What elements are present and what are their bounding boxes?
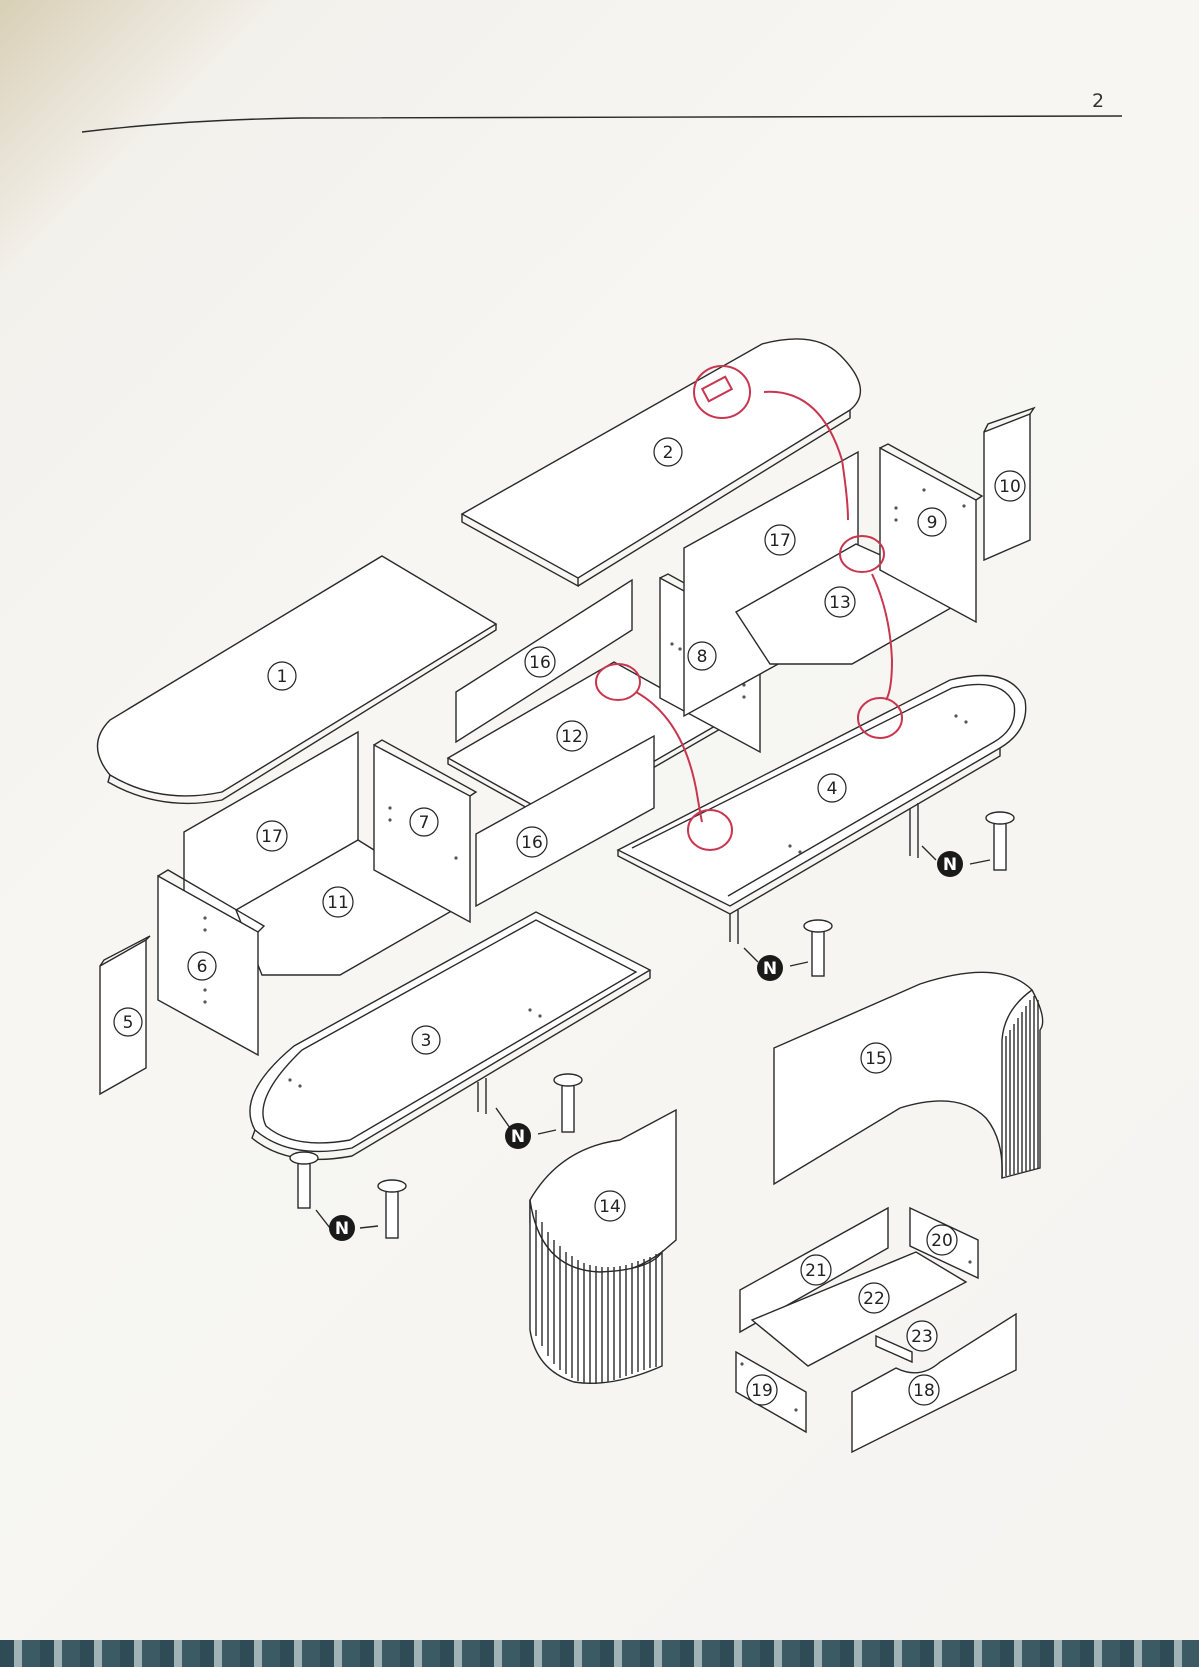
door-15-slats <box>1005 996 1039 1176</box>
hand-annotations <box>595 365 903 851</box>
callout-part-9: 9 <box>917 507 947 537</box>
callout-part-18: 18 <box>908 1374 940 1406</box>
svg-text:16: 16 <box>529 653 551 673</box>
callout-part-11: 11 <box>322 886 354 918</box>
svg-text:9: 9 <box>927 513 938 533</box>
callout-part-17-left: 17 <box>256 820 288 852</box>
svg-text:7: 7 <box>419 813 430 833</box>
svg-text:19: 19 <box>751 1381 773 1401</box>
hardware-n-1: N <box>329 1215 355 1241</box>
svg-text:18: 18 <box>913 1381 935 1401</box>
callout-part-20: 20 <box>926 1224 958 1256</box>
svg-text:N: N <box>763 959 777 979</box>
callout-part-4: 4 <box>817 773 847 803</box>
svg-text:23: 23 <box>911 1327 933 1347</box>
header-rule <box>81 115 1123 133</box>
callout-part-16-upper: 16 <box>524 646 556 678</box>
callout-part-1: 1 <box>267 661 297 691</box>
svg-text:16: 16 <box>521 833 543 853</box>
callout-part-7: 7 <box>409 807 439 837</box>
hardware-callouts: N N N N <box>329 851 963 1241</box>
leg-3 <box>553 1073 583 1133</box>
svg-text:20: 20 <box>931 1231 953 1251</box>
svg-text:17: 17 <box>261 827 283 847</box>
callout-part-3: 3 <box>411 1025 441 1055</box>
drawer-bottom-22 <box>750 1251 968 1367</box>
legs <box>289 811 1015 1239</box>
background-floor <box>0 1640 1199 1667</box>
svg-text:1: 1 <box>277 667 288 687</box>
callout-part-14: 14 <box>594 1190 626 1222</box>
callout-part-21: 21 <box>800 1254 832 1286</box>
callout-part-16-lower: 16 <box>516 826 548 858</box>
callout-part-15: 15 <box>860 1042 892 1074</box>
drawer-group <box>735 1206 1017 1454</box>
page-number: 2 <box>1092 90 1105 112</box>
door-14 <box>529 1108 677 1384</box>
panel-1 <box>96 555 498 805</box>
callout-part-10: 10 <box>994 470 1026 502</box>
svg-text:12: 12 <box>561 727 583 747</box>
callout-part-5: 5 <box>113 1007 143 1037</box>
svg-text:15: 15 <box>865 1049 887 1069</box>
callout-part-19: 19 <box>746 1374 778 1406</box>
svg-text:13: 13 <box>829 593 851 613</box>
svg-text:11: 11 <box>327 893 349 913</box>
svg-text:N: N <box>943 855 957 875</box>
svg-text:2: 2 <box>663 443 674 463</box>
svg-text:3: 3 <box>421 1031 432 1051</box>
callout-part-12: 12 <box>556 720 588 752</box>
callout-part-6: 6 <box>187 951 217 981</box>
hardware-n-3: N <box>757 955 783 981</box>
callout-part-13: 13 <box>824 586 856 618</box>
svg-text:N: N <box>511 1127 525 1147</box>
leg-1 <box>289 1151 319 1209</box>
svg-text:6: 6 <box>197 957 208 977</box>
svg-text:4: 4 <box>827 779 838 799</box>
svg-text:10: 10 <box>999 477 1021 497</box>
panel-16-lower <box>475 734 655 908</box>
svg-text:8: 8 <box>697 647 708 667</box>
part-callouts: 1 2 3 4 5 6 7 8 9 10 11 12 13 14 15 16 1… <box>113 437 1026 1406</box>
svg-text:5: 5 <box>123 1013 134 1033</box>
drawer-rail-23 <box>875 1334 913 1364</box>
callout-part-22: 22 <box>858 1282 890 1314</box>
hardware-n-4: N <box>937 851 963 877</box>
leg-4 <box>803 919 833 977</box>
svg-text:17: 17 <box>769 531 791 551</box>
svg-text:N: N <box>335 1219 349 1239</box>
door-15 <box>773 971 1044 1186</box>
hardware-n-2: N <box>505 1123 531 1149</box>
svg-text:14: 14 <box>599 1197 621 1217</box>
svg-text:22: 22 <box>863 1289 885 1309</box>
callout-part-2: 2 <box>653 437 683 467</box>
callout-part-8: 8 <box>687 641 717 671</box>
callout-part-17-right: 17 <box>764 524 796 556</box>
door-14-slats <box>535 1210 657 1384</box>
leg-2 <box>377 1179 407 1239</box>
callout-part-23: 23 <box>906 1320 938 1352</box>
svg-text:21: 21 <box>805 1261 827 1281</box>
leg-5 <box>985 811 1015 871</box>
